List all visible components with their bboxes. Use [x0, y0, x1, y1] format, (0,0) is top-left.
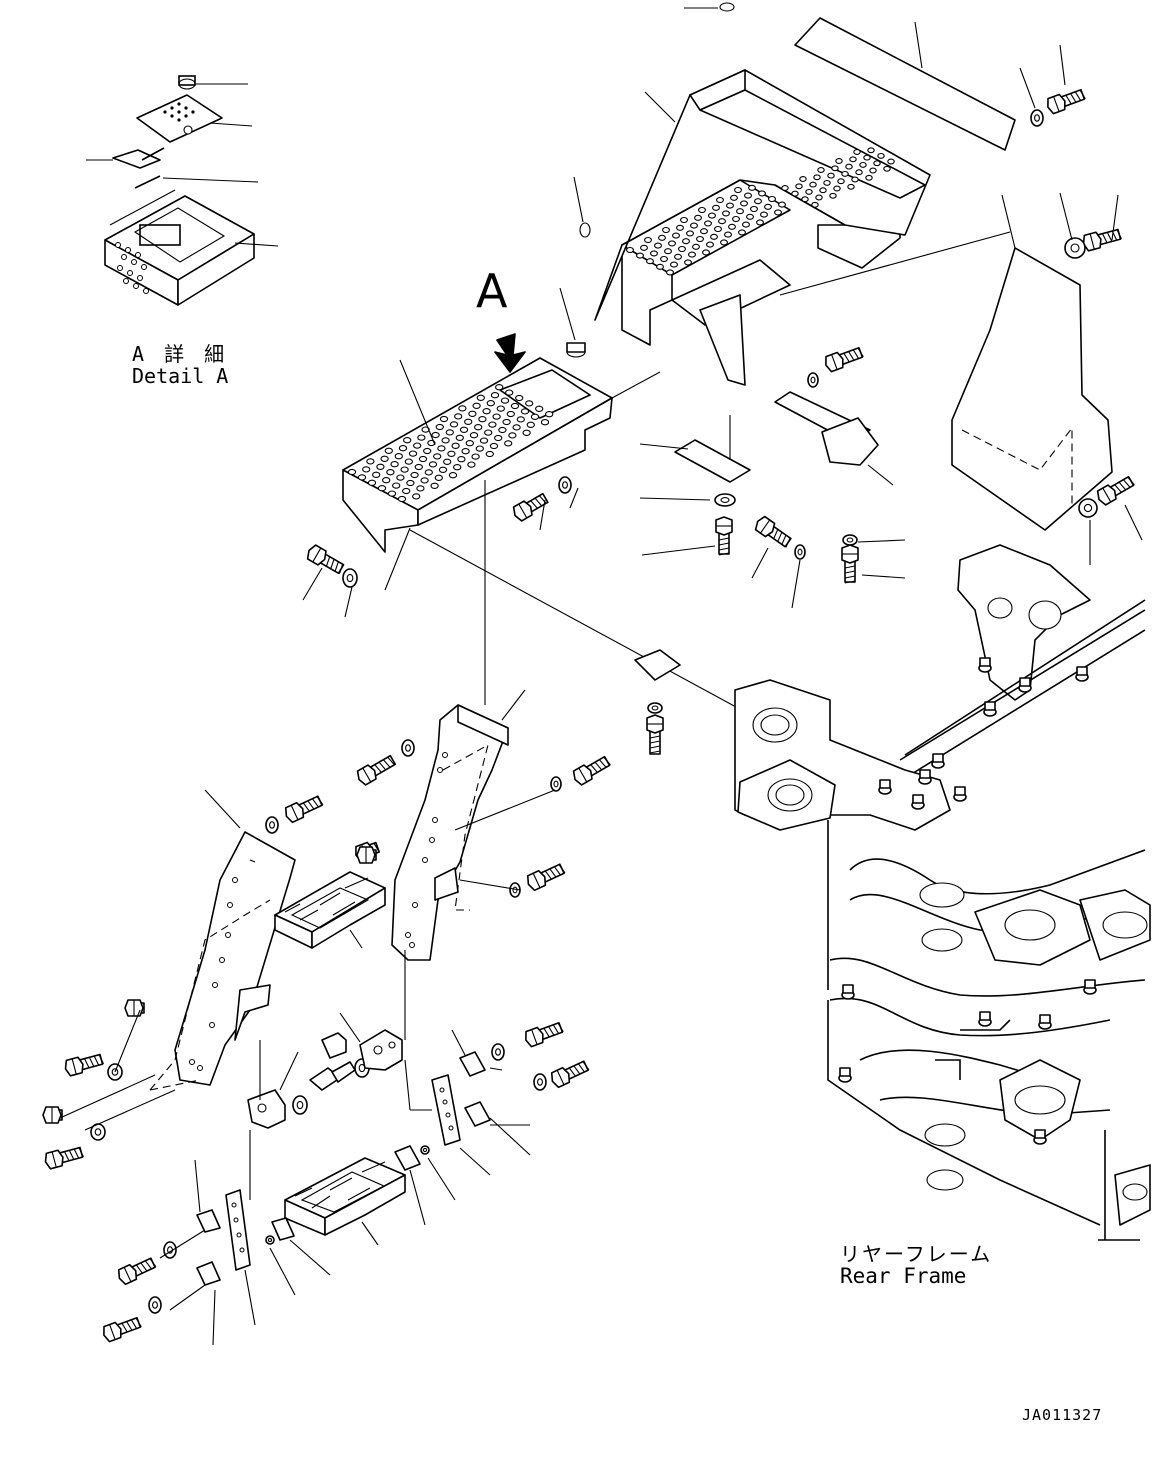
step-plate-holes [347, 384, 554, 503]
drawing-code: JA011327 [1022, 1406, 1103, 1424]
rear-frame [634, 544, 1151, 1241]
lower-tread [284, 1157, 406, 1246]
rear-frame-label-ja: リヤーフレーム [840, 1242, 993, 1266]
mid-bracket [639, 391, 879, 483]
rear-frame-label-en: Rear Frame [840, 1264, 967, 1288]
right-side-plate [951, 194, 1113, 531]
detail-a-label-en: Detail A [132, 364, 229, 388]
view-a-marker: A [476, 264, 508, 318]
detail-a-inset [86, 75, 279, 306]
detail-a-label-ja: A 詳 細 [132, 342, 229, 366]
ladder-stringer-right [391, 689, 526, 961]
upper-step-holes [626, 147, 895, 276]
ladder-stringer-left [149, 789, 296, 1091]
bolts-and-washers [42, 88, 1135, 1343]
upper-step-box [573, 2, 1016, 386]
step-plate [342, 287, 613, 553]
ladder-brackets [59, 789, 556, 1346]
rear-frame-bolts [838, 657, 1097, 1145]
leader-lines [302, 44, 1143, 721]
upper-tread [274, 871, 386, 949]
